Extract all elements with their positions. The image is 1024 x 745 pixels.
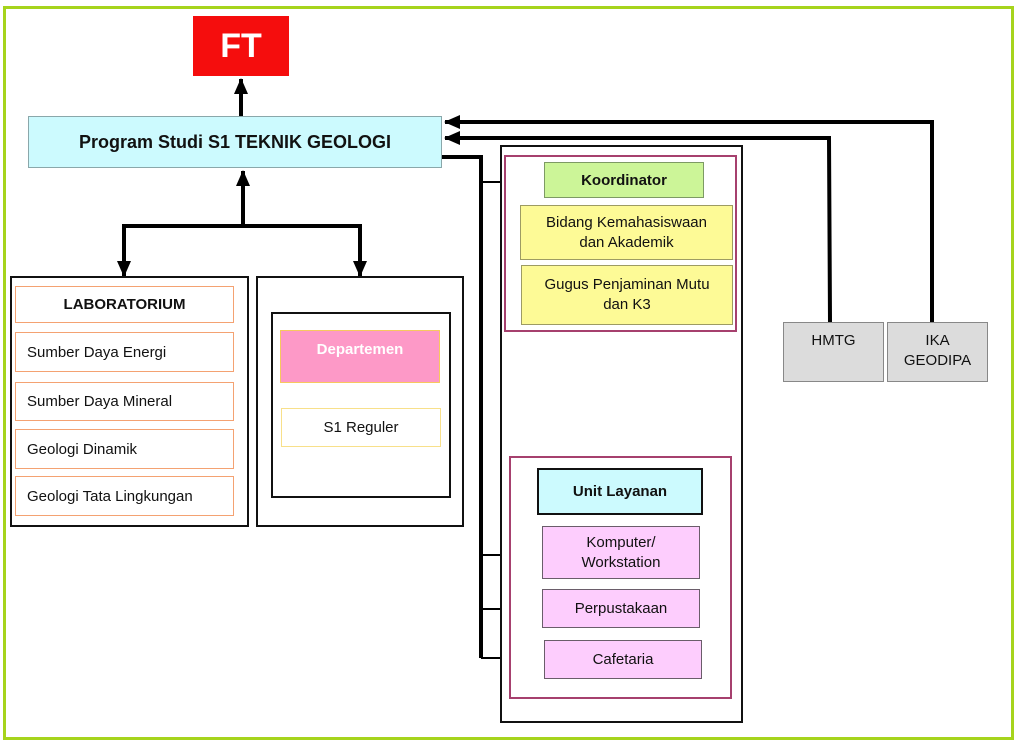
unit-layanan-item-label: Cafetaria bbox=[592, 650, 654, 668]
lab-item: Geologi Tata Lingkungan bbox=[15, 476, 234, 516]
koordinator-item-label: Gugus Penjaminan Mutu dan K3 bbox=[544, 276, 710, 313]
laboratorium-title-label: LABORATORIUM bbox=[63, 296, 186, 313]
unit-layanan-title-label: Unit Layanan bbox=[572, 483, 668, 500]
koordinator-title-label: Koordinator bbox=[581, 171, 667, 189]
koordinator-item: Bidang Kemahasiswaan dan Akademik bbox=[520, 205, 733, 260]
laboratorium-title: LABORATORIUM bbox=[15, 286, 234, 323]
lab-item-label: Sumber Daya Mineral bbox=[27, 393, 173, 410]
lab-item-label: Geologi Tata Lingkungan bbox=[27, 487, 193, 505]
unit-layanan-item: Komputer/ Workstation bbox=[542, 526, 700, 579]
program-studi-label: Program Studi S1 TEKNIK GEOLOGI bbox=[78, 131, 392, 152]
lab-item: Sumber Daya Mineral bbox=[15, 382, 234, 421]
ft-label: FT bbox=[220, 26, 262, 65]
lab-item: Sumber Daya Energi bbox=[15, 332, 234, 372]
diagram-frame bbox=[3, 6, 1014, 740]
ika-geodipa-box: IKA GEODIPA bbox=[887, 322, 988, 382]
connector-service-trunk bbox=[442, 155, 483, 658]
lab-item: Geologi Dinamik bbox=[15, 429, 234, 469]
hmtg-box: HMTG bbox=[783, 322, 884, 382]
departemen-item: S1 Reguler bbox=[281, 408, 441, 447]
unit-layanan-title: Unit Layanan bbox=[537, 468, 703, 515]
ika-geodipa-label: IKA GEODIPA bbox=[903, 332, 972, 369]
program-studi-box: Program Studi S1 TEKNIK GEOLOGI bbox=[28, 116, 442, 168]
lab-item-label: Geologi Dinamik bbox=[27, 440, 138, 458]
hmtg-label: HMTG bbox=[811, 332, 856, 349]
lab-item-label: Sumber Daya Energi bbox=[27, 343, 167, 361]
departemen-title-label: Departemen bbox=[316, 341, 404, 358]
connector-hmtg-to-program bbox=[444, 131, 832, 323]
koordinator-item: Gugus Penjaminan Mutu dan K3 bbox=[521, 265, 733, 325]
unit-layanan-item: Perpustakaan bbox=[542, 589, 700, 628]
unit-layanan-item: Cafetaria bbox=[544, 640, 702, 679]
koordinator-item-label: Bidang Kemahasiswaan dan Akademik bbox=[546, 213, 707, 251]
departemen-item-label: S1 Reguler bbox=[323, 419, 399, 436]
connector-ika-to-program bbox=[444, 115, 934, 322]
koordinator-title: Koordinator bbox=[544, 162, 704, 198]
unit-layanan-item-label: Perpustakaan bbox=[574, 599, 668, 617]
ft-box: FT bbox=[193, 16, 289, 76]
departemen-title: Departemen bbox=[280, 330, 440, 383]
unit-layanan-item-label: Komputer/ Workstation bbox=[581, 533, 661, 571]
